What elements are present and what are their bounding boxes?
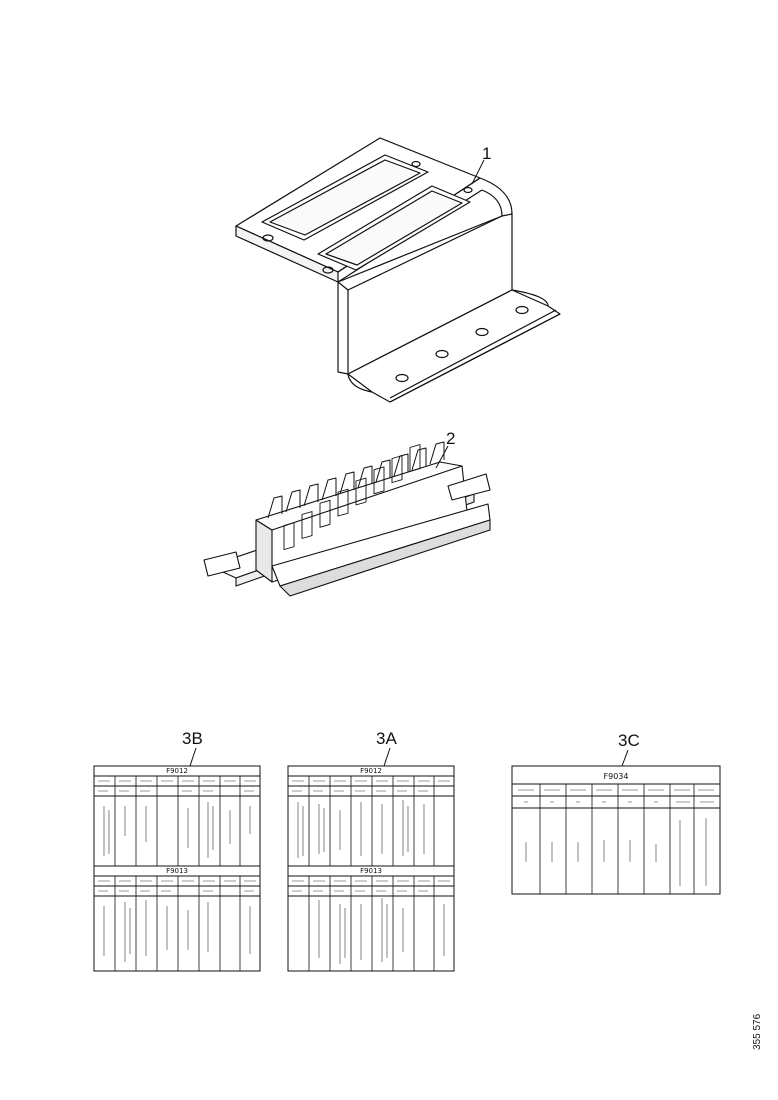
label-3c: F9034: [604, 772, 629, 781]
callout-part-1: 1: [482, 144, 492, 163]
callout-part-3a: 3A: [376, 729, 397, 748]
callout-part-3b: 3B: [182, 729, 203, 748]
label-3b-bottom: F9013: [166, 867, 188, 875]
fuse-label-3b: [93, 747, 261, 972]
mounting-bracket: [235, 137, 561, 403]
label-3a-top: F9012: [360, 767, 382, 775]
callout-part-3c: 3C: [618, 731, 640, 750]
label-3b-top: F9012: [166, 767, 188, 775]
fuse-label-3a: [287, 747, 455, 972]
document-number: 355 576: [752, 1013, 763, 1050]
fuse-holder-block: [203, 441, 491, 597]
label-3a-bottom: F9013: [360, 867, 382, 875]
callout-part-2: 2: [446, 429, 456, 448]
fuse-label-3c: [511, 749, 721, 895]
